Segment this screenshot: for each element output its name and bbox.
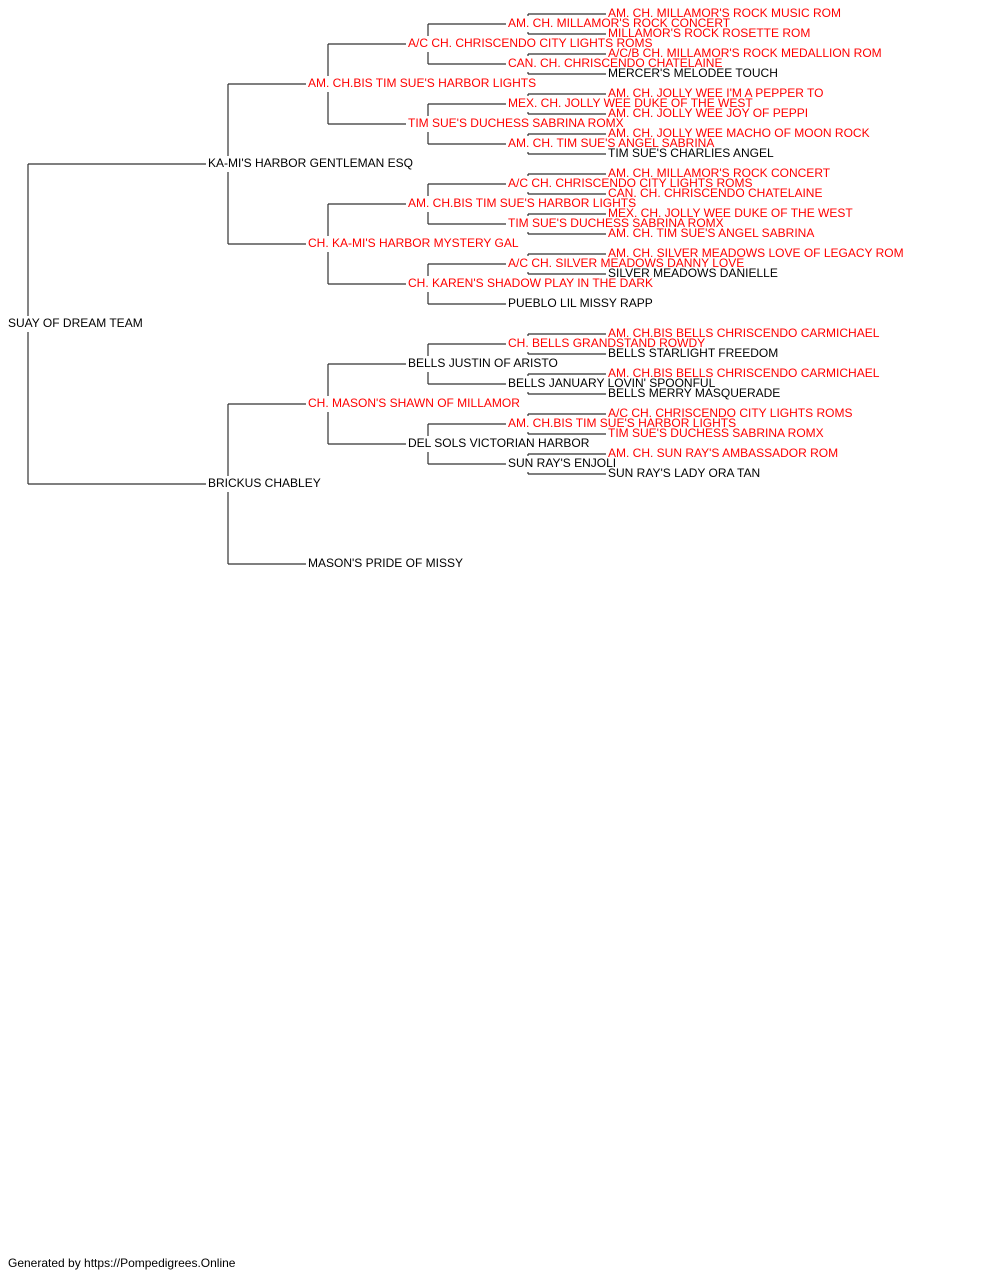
pedigree-name-gen5: AM. CH. JOLLY WEE I'M A PEPPER TO — [608, 86, 823, 100]
pedigree-name-gen4: CH. BELLS GRANDSTAND ROWDY — [508, 336, 705, 350]
pedigree-name-gen2: MASON'S PRIDE OF MISSY — [308, 556, 463, 570]
pedigree-name-gen3: A/C CH. CHRISCENDO CITY LIGHTS ROMS — [408, 36, 652, 50]
pedigree-name-gen1: KA-MI'S HARBOR GENTLEMAN ESQ — [208, 156, 413, 170]
pedigree-name-gen5: AM. CH. JOLLY WEE JOY OF PEPPI — [608, 106, 808, 120]
pedigree-name-gen5: AM. CH. MILLAMOR'S ROCK CONCERT — [608, 166, 831, 180]
pedigree-name-gen2: AM. CH.BIS TIM SUE'S HARBOR LIGHTS — [308, 76, 536, 90]
pedigree-name-gen3: TIM SUE'S DUCHESS SABRINA ROMX — [408, 116, 624, 130]
pedigree-name-gen4: SUN RAY'S ENJOLI — [508, 456, 616, 470]
pedigree-name-gen4: CAN. CH. CHRISCENDO CHATELAINE — [508, 56, 722, 70]
pedigree-name-gen5: AM. CH. JOLLY WEE MACHO OF MOON ROCK — [608, 126, 870, 140]
pedigree-name-gen5: MILLAMOR'S ROCK ROSETTE ROM — [608, 26, 810, 40]
pedigree-name-gen4: AM. CH.BIS TIM SUE'S HARBOR LIGHTS — [508, 416, 736, 430]
pedigree-name-gen5: BELLS MERRY MASQUERADE — [608, 386, 780, 400]
pedigree-name-gen3: CH. KAREN'S SHADOW PLAY IN THE DARK — [408, 276, 653, 290]
pedigree-name-gen4: TIM SUE'S DUCHESS SABRINA ROMX — [508, 216, 724, 230]
pedigree-name-gen2: CH. KA-MI'S HARBOR MYSTERY GAL — [308, 236, 519, 250]
pedigree-name-gen5: AM. CH.BIS BELLS CHRISCENDO CARMICHAEL — [608, 326, 880, 340]
pedigree-name-gen4: PUEBLO LIL MISSY RAPP — [508, 296, 653, 310]
pedigree-name-gen5: A/C/B CH. MILLAMOR'S ROCK MEDALLION ROM — [608, 46, 882, 60]
pedigree-name-gen5: AM. CH. SILVER MEADOWS LOVE OF LEGACY RO… — [608, 246, 904, 260]
pedigree-name-gen4: A/C CH. SILVER MEADOWS DANNY LOVE — [508, 256, 744, 270]
pedigree-name-gen4: BELLS JANUARY LOVIN' SPOONFUL — [508, 376, 716, 390]
pedigree-name-gen5: SILVER MEADOWS DANIELLE — [608, 266, 778, 280]
pedigree-name-gen4: MEX. CH. JOLLY WEE DUKE OF THE WEST — [508, 96, 753, 110]
pedigree-name-gen5: AM. CH. TIM SUE'S ANGEL SABRINA — [608, 226, 814, 240]
pedigree-name-gen5: AM. CH. MILLAMOR'S ROCK MUSIC ROM — [608, 6, 841, 20]
pedigree-name-gen3: BELLS JUSTIN OF ARISTO — [408, 356, 558, 370]
pedigree-name-gen5: TIM SUE'S CHARLIES ANGEL — [608, 146, 774, 160]
pedigree-name-gen5: SUN RAY'S LADY ORA TAN — [608, 466, 760, 480]
pedigree-name-gen1: BRICKUS CHABLEY — [208, 476, 321, 490]
pedigree-name-gen5: AM. CH.BIS BELLS CHRISCENDO CARMICHAEL — [608, 366, 880, 380]
pedigree-name-gen5: AM. CH. SUN RAY'S AMBASSADOR ROM — [608, 446, 838, 460]
pedigree-name-gen5: A/C CH. CHRISCENDO CITY LIGHTS ROMS — [608, 406, 852, 420]
pedigree-name-gen3: AM. CH.BIS TIM SUE'S HARBOR LIGHTS — [408, 196, 636, 210]
pedigree-name-gen4: AM. CH. MILLAMOR'S ROCK CONCERT — [508, 16, 731, 30]
pedigree-name-gen5: MERCER'S MELODEE TOUCH — [608, 66, 778, 80]
pedigree-name-gen5: TIM SUE'S DUCHESS SABRINA ROMX — [608, 426, 824, 440]
pedigree-name-gen4: A/C CH. CHRISCENDO CITY LIGHTS ROMS — [508, 176, 752, 190]
pedigree-name-gen2: CH. MASON'S SHAWN OF MILLAMOR — [308, 396, 520, 410]
pedigree-name-gen5: CAN. CH. CHRISCENDO CHATELAINE — [608, 186, 822, 200]
pedigree-name-gen5: BELLS STARLIGHT FREEDOM — [608, 346, 778, 360]
pedigree-name-gen4: AM. CH. TIM SUE'S ANGEL SABRINA — [508, 136, 714, 150]
pedigree-name-gen5: MEX. CH. JOLLY WEE DUKE OF THE WEST — [608, 206, 853, 220]
pedigree-name-gen0: SUAY OF DREAM TEAM — [8, 316, 143, 330]
generated-by-footer: Generated by https://Pompedigrees.Online — [8, 1256, 236, 1270]
pedigree-name-gen3: DEL SOLS VICTORIAN HARBOR — [408, 436, 590, 450]
